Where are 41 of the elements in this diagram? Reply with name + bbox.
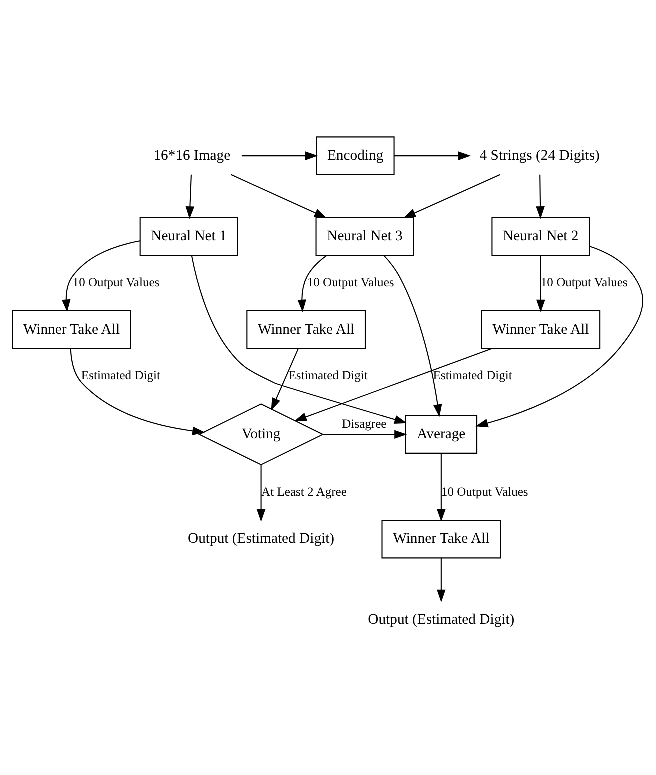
arrow: [231, 174, 328, 218]
arrow: [536, 255, 546, 312]
arrow: [70, 348, 206, 436]
edge-label: Estimated Digit: [288, 368, 368, 382]
node-text: Output (Estimated Digit): [368, 611, 515, 628]
node-box: Winner Take All: [12, 310, 132, 349]
arrow: [186, 174, 195, 219]
arrow: [437, 453, 446, 522]
edge-label: 10 Output Values: [307, 275, 394, 290]
arrow: [294, 348, 492, 421]
arrow: [476, 245, 644, 428]
arrow: [271, 348, 299, 410]
arrow: [437, 558, 446, 602]
edge-label: 10 Output Values: [72, 275, 160, 290]
node-text: 4 Strings (24 Digits): [480, 147, 600, 164]
node-box: Winner Take All: [481, 310, 601, 349]
node-text: Output (Estimated Digit): [188, 530, 335, 547]
edge-label: Estimated Digit: [81, 368, 161, 382]
node-box: Neural Net 3: [316, 216, 414, 256]
arrow: [191, 255, 408, 424]
arrow: [403, 174, 500, 218]
node-box: Neural Net 2: [492, 216, 590, 256]
arrow: [536, 174, 545, 219]
arrow: [323, 430, 408, 438]
edge-label: 10 Output Values: [540, 275, 628, 290]
arrow: [394, 151, 471, 160]
node-box: Winner Take All: [246, 310, 366, 349]
arrow: [62, 240, 140, 312]
node-box: Average: [405, 414, 478, 454]
node-box: Neural Net 1: [140, 216, 238, 256]
arrow: [256, 464, 266, 522]
arrow: [298, 254, 328, 312]
edge-label: Disagree: [342, 416, 387, 430]
edge-label: Estimated Digit: [433, 368, 512, 382]
node-box: Encoding: [316, 136, 395, 175]
node-diamond: Voting: [198, 403, 324, 466]
node-text: 16*16 Image: [154, 147, 231, 164]
arrow: [384, 254, 442, 417]
edge-label: 10 Output Values: [441, 484, 528, 498]
arrow: [242, 151, 318, 160]
node-box: Winner Take All: [382, 519, 502, 558]
